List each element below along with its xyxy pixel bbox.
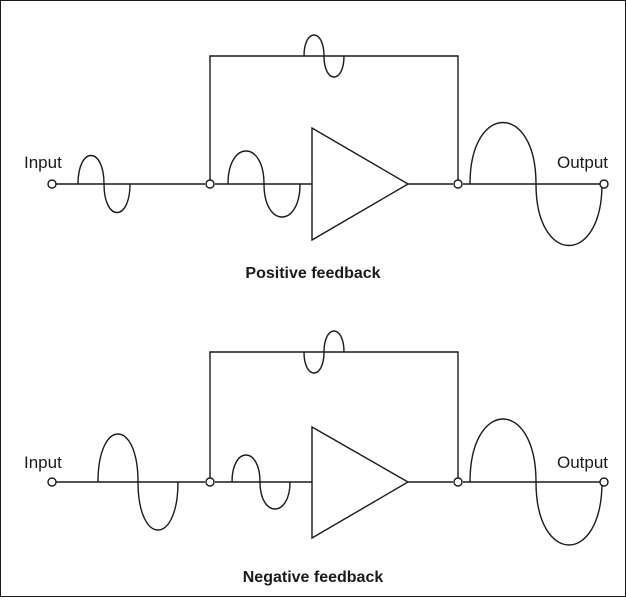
negative-feedback-diagram: Input Output Negative feedback [24,330,609,586]
amplifier-triangle [311,126,410,242]
output-waveform [469,418,603,546]
amplifier-triangle [311,425,410,540]
summing-junction [205,179,215,189]
negative-feedback-caption: Negative feedback [243,569,384,586]
feedback-loop-wire [209,55,459,184]
positive-feedback-diagram: Input Output Positive feedback [24,34,609,282]
positive-feedback-caption: Positive feedback [245,265,380,282]
summing-junction [205,477,215,487]
input-terminal [47,477,57,487]
input-terminal [47,179,57,189]
output-junction [453,477,463,487]
feedback-waveform [303,34,345,78]
amplifier-input-waveform [231,454,291,510]
amplifier-input-waveform [227,150,301,218]
output-terminal [599,477,609,487]
output-terminal [599,179,609,189]
feedback-loop-wire [209,351,459,482]
output-waveform [469,121,603,247]
input-label: Input [24,453,62,472]
output-label: Output [557,153,608,172]
output-label: Output [557,453,608,472]
output-junction [453,179,463,189]
input-label: Input [24,153,62,172]
feedback-waveform [303,330,345,374]
input-waveform [97,433,179,531]
input-waveform [77,155,131,213]
